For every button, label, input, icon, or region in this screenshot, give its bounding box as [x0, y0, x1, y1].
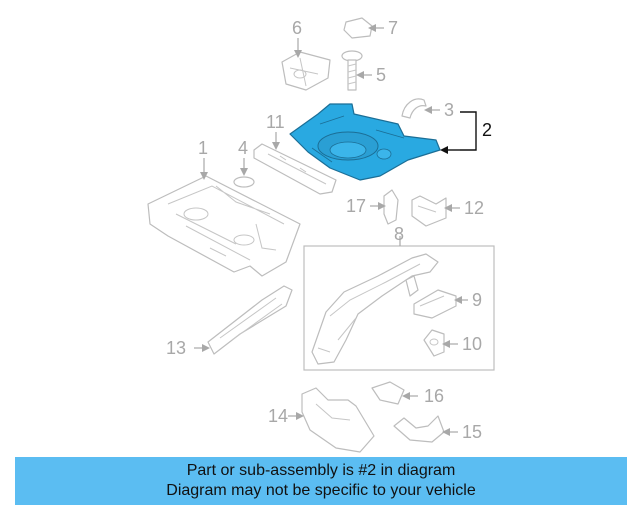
callout-10: 10 [462, 334, 482, 354]
part-17-bracket [383, 189, 399, 225]
callout-1: 1 [198, 138, 208, 158]
part-7-clip [343, 17, 373, 39]
callout-17: 17 [346, 196, 366, 216]
part-15-bracket [393, 415, 445, 443]
callout-12: 12 [464, 198, 484, 218]
callout-13: 13 [166, 338, 186, 358]
callout-5: 5 [376, 65, 386, 85]
parts-diagram: 6 7 5 3 2 11 4 [147, 17, 495, 453]
callout-7: 7 [388, 18, 398, 38]
banner-line-2: Diagram may not be specific to your vehi… [166, 482, 476, 499]
part-10-gusset [423, 329, 445, 357]
part-14-shield [301, 387, 375, 453]
banner-line-1: Part or sub-assembly is #2 in diagram [186, 462, 456, 479]
part-13-side-rail [207, 285, 293, 355]
part-16-panel [371, 381, 405, 405]
callout-14: 14 [268, 406, 288, 426]
callout-16: 16 [424, 386, 444, 406]
callout-8: 8 [394, 224, 404, 244]
callout-6: 6 [292, 18, 302, 38]
callout-11: 11 [266, 112, 285, 132]
part-2-floor-pan-highlighted [289, 103, 441, 181]
callout-3: 3 [444, 100, 454, 120]
info-banner: Part or sub-assembly is #2 in diagram Di… [15, 457, 627, 505]
part-8-box [303, 245, 495, 371]
callout-15: 15 [462, 422, 482, 442]
callout-4: 4 [238, 138, 248, 158]
part-6-bracket [281, 51, 331, 91]
part-3-hook [401, 98, 427, 119]
part-1-floor-assembly [147, 175, 301, 277]
callout-9: 9 [472, 290, 482, 310]
part-12-bracket [411, 195, 447, 227]
part-9-plate [413, 289, 457, 319]
part-4-grommet [233, 176, 255, 188]
callout-2: 2 [482, 120, 492, 140]
part-5-bolt [341, 50, 363, 91]
part-8-rail-assembly [311, 253, 439, 365]
part-11-crossmember [253, 143, 337, 195]
